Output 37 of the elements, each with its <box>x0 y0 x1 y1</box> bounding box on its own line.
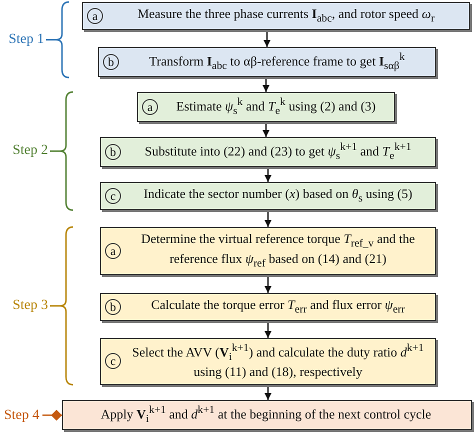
step-marker: b <box>103 54 119 70</box>
process-box <box>100 137 436 168</box>
step-label: Step 2 <box>12 144 48 158</box>
arrow <box>264 210 272 227</box>
arrow <box>264 275 272 293</box>
process-box <box>137 92 395 122</box>
process-box <box>100 182 436 210</box>
process-box <box>82 2 470 30</box>
process-box <box>98 47 436 78</box>
step-text: Calculate the torque error T$_{err}$ and flux error ψ$_{err}$ <box>150 297 406 318</box>
step-label: Step 1 <box>8 32 44 47</box>
step-marker: c <box>105 188 121 204</box>
step-text: Measure the three phase currents I$_{abc}$, and rotor speed ω$_{r}$ <box>136 6 436 26</box>
step-text: Determine the virtual reference torque T$_{ref_v}$ and the reference flux ψ$_{ref}$ based on (14) and (21) <box>140 231 416 272</box>
arrow <box>264 321 272 338</box>
step-marker: b <box>105 144 121 160</box>
process-box <box>62 400 472 430</box>
process-box <box>100 338 436 385</box>
arrow <box>264 167 272 182</box>
connector-line <box>42 410 62 421</box>
process-box <box>100 293 436 322</box>
step-text: Estimate ψ$_{s}$$^{k}$ and T$_{e}$$^{k}$ using (2) and (3) <box>175 96 377 118</box>
arrow <box>264 384 272 400</box>
step-label: Step 4 <box>4 409 40 423</box>
arrow <box>262 77 270 92</box>
arrow <box>264 30 270 47</box>
step-marker: a <box>87 8 103 24</box>
step-text: Apply V$_{i}$$^{k+1}$ and d$^{k+1}$ at the beginning of the next control cycle <box>100 404 432 426</box>
step-marker: a <box>142 99 158 116</box>
process-box <box>100 227 436 276</box>
step-text: Indicate the sector number (x) based on θ$_{s}$ using (5) <box>142 186 414 206</box>
step-marker: b <box>105 299 121 316</box>
step-label: Step 3 <box>12 298 48 313</box>
step-marker: c <box>105 353 121 370</box>
step-text: Select the AVV (V$_{i}$$^{k+1}$) and calculate the duty ratio d$^{k+1}$ using (11) and (18), respectively <box>131 342 425 381</box>
arrow <box>262 122 270 137</box>
step-marker: a <box>105 243 121 260</box>
